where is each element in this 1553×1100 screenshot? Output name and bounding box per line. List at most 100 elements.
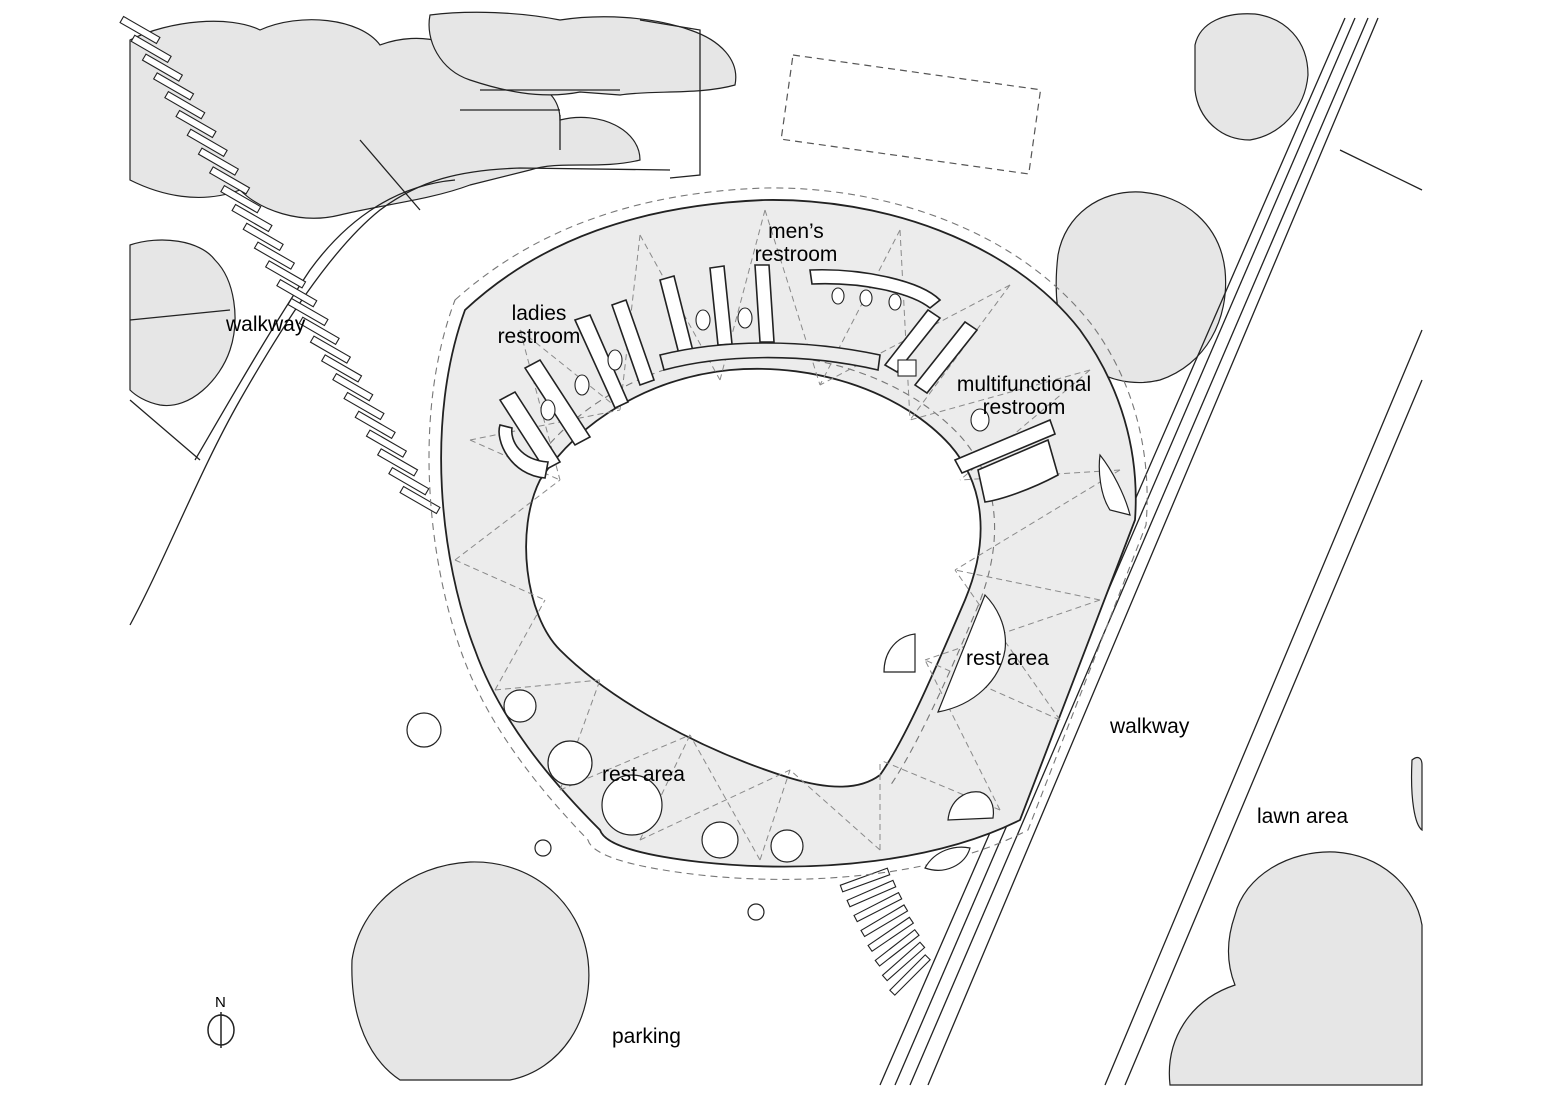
paving-stripe bbox=[332, 372, 374, 402]
walkway-west-edge-b bbox=[194, 179, 456, 461]
paving-stripe bbox=[846, 879, 897, 908]
mens-wall-3 bbox=[754, 264, 775, 343]
multi-wall-2 bbox=[913, 320, 979, 395]
paving-stripe bbox=[365, 429, 408, 458]
paving-stripe bbox=[253, 241, 296, 270]
label-walkway-west: walkway bbox=[226, 313, 306, 336]
rest-area-seating bbox=[406, 453, 1131, 921]
paving-stripe bbox=[197, 147, 240, 176]
bench-east-1 bbox=[937, 593, 1007, 713]
north-structure-lines bbox=[359, 89, 620, 211]
seat-4 bbox=[601, 774, 663, 836]
structural-line bbox=[494, 599, 546, 691]
walkway-east-edge-d bbox=[927, 17, 1379, 1086]
paving-stripe bbox=[376, 448, 419, 477]
tree-canopy-edge bbox=[1410, 756, 1423, 832]
seat-5 bbox=[701, 821, 739, 859]
label-mens-restroom: men’s restroom bbox=[740, 220, 852, 266]
walkway-east-edge-c bbox=[909, 17, 1369, 1086]
paving-stripe bbox=[388, 466, 430, 496]
ladies-counter bbox=[498, 424, 549, 479]
structural-line bbox=[924, 599, 1101, 661]
urinal-2 bbox=[859, 289, 873, 307]
paving-stripe bbox=[175, 109, 217, 139]
paving-stripe bbox=[264, 260, 307, 289]
seat-1 bbox=[503, 689, 537, 723]
urinal-1 bbox=[831, 287, 845, 305]
structural-line bbox=[519, 329, 561, 481]
label-rest-area-east: rest area bbox=[966, 647, 1049, 670]
structural-line bbox=[954, 569, 1101, 601]
north-letter: N bbox=[215, 994, 226, 1011]
multi-wall-1 bbox=[883, 308, 942, 374]
structural-line bbox=[909, 369, 1091, 421]
path-line-northeast bbox=[1339, 149, 1423, 191]
label-mens-line-2: restroom bbox=[754, 243, 838, 266]
ladies-wall-2 bbox=[523, 358, 592, 447]
paving-stripe bbox=[874, 928, 920, 967]
restroom-walls bbox=[498, 264, 1059, 503]
urinal-3 bbox=[888, 293, 902, 311]
fixtures bbox=[540, 287, 990, 432]
ladies-toilet-3 bbox=[540, 399, 556, 421]
walkway-east-edge-b bbox=[894, 17, 1356, 1086]
label-lawn-area: lawn area bbox=[1257, 805, 1349, 828]
ladies-wall-1 bbox=[498, 390, 562, 472]
multi-sink bbox=[897, 359, 917, 377]
structural-line bbox=[759, 769, 791, 861]
paving-stripe bbox=[354, 410, 396, 440]
mens-urinal-wall bbox=[809, 268, 942, 310]
paving-stripe bbox=[320, 354, 363, 383]
paving-stripe bbox=[287, 297, 329, 327]
label-parking: parking bbox=[612, 1025, 681, 1048]
mens-toilet-1 bbox=[695, 309, 711, 331]
north-building-edge bbox=[639, 19, 701, 179]
seat-8 bbox=[747, 903, 765, 921]
courtyard-inner-wall bbox=[525, 367, 982, 788]
seat-6 bbox=[770, 829, 804, 863]
structural-line bbox=[519, 329, 621, 411]
structural-line bbox=[899, 229, 911, 421]
multi-counter bbox=[977, 438, 1059, 503]
bench-south-2 bbox=[924, 846, 971, 871]
structural-line bbox=[819, 284, 1011, 386]
ladies-wall-3 bbox=[573, 314, 630, 410]
paving-stripe bbox=[399, 485, 441, 515]
tree-canopy-north-2 bbox=[428, 11, 737, 96]
paving-stripe bbox=[853, 891, 903, 923]
seat-3 bbox=[547, 740, 593, 786]
ladies-toilet-2 bbox=[607, 349, 623, 371]
structural-line bbox=[789, 769, 881, 851]
paving-stripe bbox=[152, 72, 195, 101]
tree-canopy-southeast bbox=[1168, 851, 1423, 1086]
north-arrow-icon bbox=[207, 1012, 235, 1048]
restroom-corridor-wall bbox=[659, 342, 881, 371]
tree-canopy-west bbox=[129, 239, 236, 407]
bench-east-2 bbox=[883, 633, 916, 673]
lawn-edge-b bbox=[1124, 379, 1423, 1086]
bench-east-3 bbox=[1098, 453, 1131, 516]
multi-toilet bbox=[970, 408, 990, 432]
lawn-edge-a bbox=[1104, 329, 1423, 1086]
label-multi-line-2: restroom bbox=[982, 396, 1066, 419]
label-multifunctional-restroom: multifunctional restroom bbox=[934, 373, 1114, 419]
label-mens-line-1: men’s bbox=[768, 220, 824, 243]
structural-line bbox=[924, 659, 1001, 811]
walkway-paths bbox=[129, 17, 1423, 1086]
paving-stripe bbox=[889, 954, 931, 996]
paving-stripe bbox=[839, 867, 891, 893]
tree-canopy-south bbox=[351, 861, 590, 1081]
paving-stripe bbox=[298, 316, 340, 346]
paving-stripe bbox=[860, 904, 909, 938]
seat-2 bbox=[406, 712, 442, 748]
label-rest-area-south: rest area bbox=[602, 763, 685, 786]
tree-canopy-northeast bbox=[1194, 13, 1309, 141]
paving-stripe bbox=[231, 203, 273, 233]
structural-line bbox=[639, 769, 791, 841]
ladies-toilet-1 bbox=[574, 374, 590, 396]
structural-line bbox=[454, 479, 561, 561]
bench-south bbox=[947, 791, 995, 821]
mens-toilet-2 bbox=[737, 307, 753, 329]
paving-stripe bbox=[130, 34, 172, 64]
